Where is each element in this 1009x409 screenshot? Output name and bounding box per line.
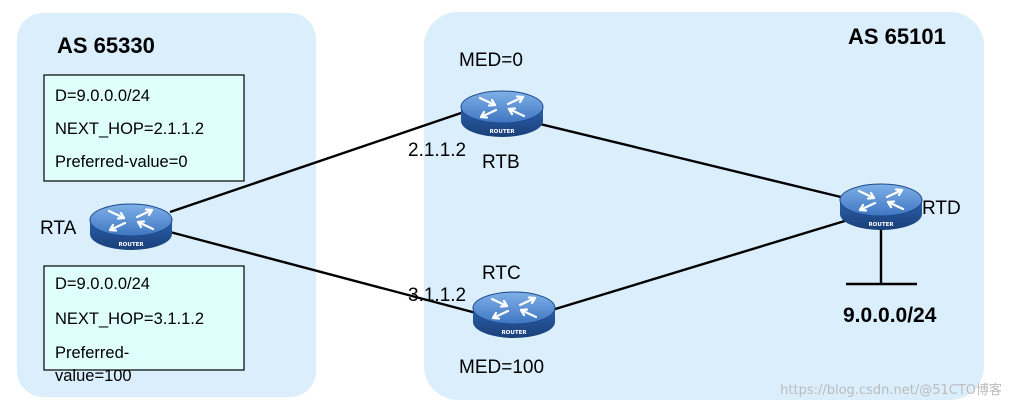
router-rtd[interactable]: ROUTER (838, 182, 924, 232)
router-rtd-name: RTD (922, 198, 961, 219)
router-rta[interactable]: ROUTER (88, 202, 174, 252)
link-rtc-rtd (551, 218, 849, 312)
link-rta-rtb (169, 110, 465, 214)
router-rtb-med: MED=0 (459, 50, 523, 71)
router-rtd-caption: ROUTER (868, 222, 894, 228)
route-bottom-dest: D=9.0.0.0/24 (55, 275, 150, 293)
route-top-preferred: Preferred-value=0 (55, 153, 188, 171)
router-rtc[interactable]: ROUTER (471, 290, 557, 340)
router-rta-caption: ROUTER (118, 242, 144, 248)
route-top-next-hop: NEXT_HOP=2.1.1.2 (55, 120, 204, 138)
as-region-right (424, 12, 984, 400)
route-box-bottom: D=9.0.0.0/24 NEXT_HOP=3.1.1.2 Preferred-… (43, 265, 245, 385)
network-prefix: 9.0.0.0/24 (843, 304, 937, 327)
router-rtc-caption: ROUTER (501, 330, 527, 336)
route-bottom-preferred-2: value=100 (55, 367, 132, 385)
watermark: https://blog.csdn.net/@51CTO博客 (780, 382, 1002, 398)
router-rtb-caption: ROUTER (489, 129, 515, 135)
as-left-label: AS 65330 (57, 33, 155, 58)
link-rta-rtc (169, 230, 481, 316)
router-rtc-med: MED=100 (459, 357, 544, 378)
route-bottom-next-hop: NEXT_HOP=3.1.1.2 (55, 310, 204, 328)
router-rtc-name: RTC (482, 263, 521, 284)
router-rtb[interactable]: ROUTER (459, 89, 545, 139)
router-rta-name: RTA (40, 218, 77, 239)
route-bottom-preferred-1: Preferred- (55, 344, 129, 362)
router-rtb-ip: 2.1.1.2 (408, 140, 466, 161)
links (169, 110, 917, 316)
link-rtb-rtd (539, 122, 846, 200)
route-box-top: D=9.0.0.0/24 NEXT_HOP=2.1.1.2 Preferred-… (43, 74, 245, 182)
route-top-dest: D=9.0.0.0/24 (55, 87, 150, 105)
as-right-label: AS 65101 (848, 24, 946, 49)
router-rtc-ip: 3.1.1.2 (408, 285, 466, 306)
router-rtb-name: RTB (482, 152, 520, 173)
